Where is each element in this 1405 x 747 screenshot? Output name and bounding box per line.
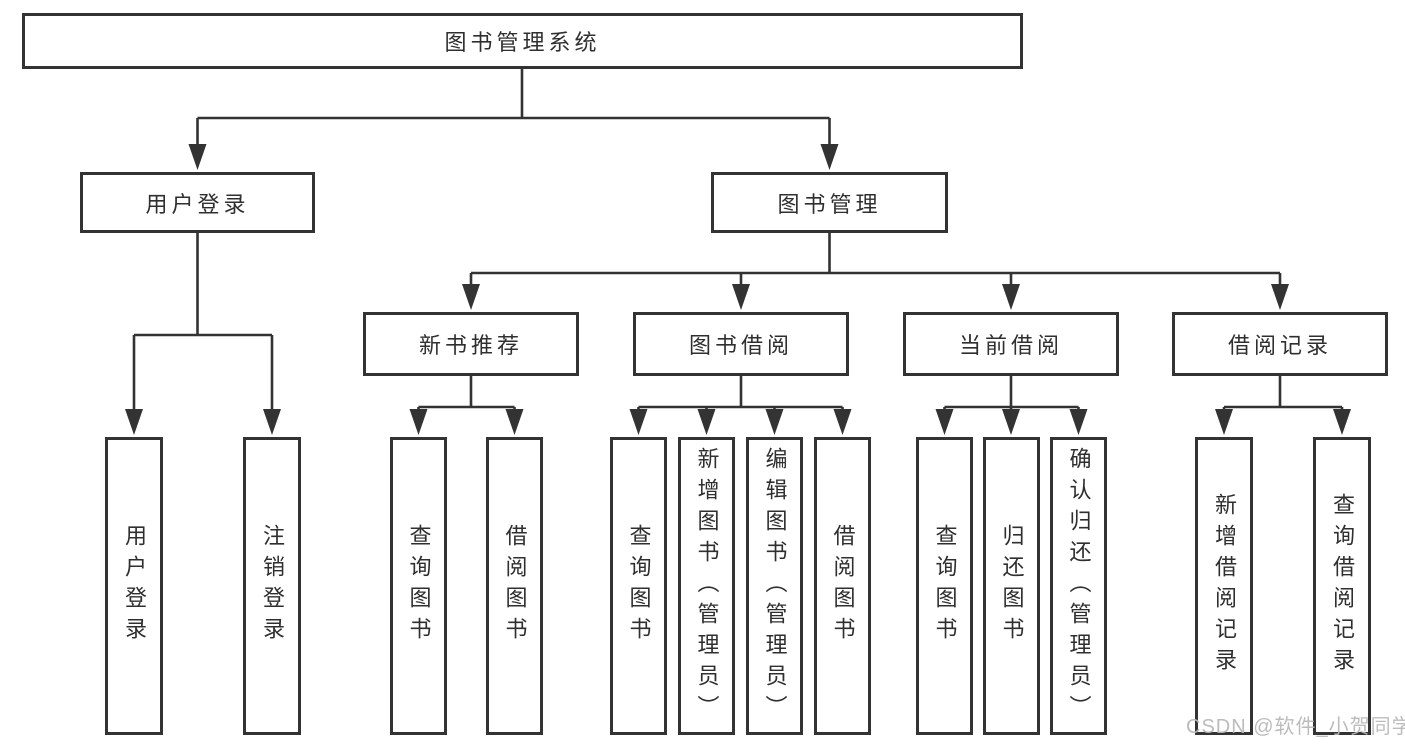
node-leaf-newbook-query-label: 查询图书 bbox=[406, 524, 432, 648]
node-module-current: 当前借阅 bbox=[903, 312, 1119, 376]
node-leaf-current-return-label: 归还图书 bbox=[999, 524, 1025, 648]
node-module-new-book-label: 新书推荐 bbox=[418, 333, 523, 358]
node-branch-user-login-label: 用户登录 bbox=[145, 191, 250, 217]
node-leaf-borrow-borrow: 借阅图书 bbox=[814, 437, 871, 735]
node-leaf-user-login-label: 用户登录 bbox=[122, 524, 147, 648]
node-leaf-borrow-edit-label: 编辑图书（管理员） bbox=[762, 446, 788, 726]
node-leaf-newbook-borrow-label: 借阅图书 bbox=[502, 524, 528, 648]
node-leaf-record-add: 新增借阅记录 bbox=[1195, 437, 1253, 735]
node-root: 图书管理系统 bbox=[22, 13, 1023, 69]
node-branch-user-login: 用户登录 bbox=[80, 172, 315, 233]
node-leaf-record-add-label: 新增借阅记录 bbox=[1212, 493, 1237, 679]
node-leaf-logout: 注销登录 bbox=[243, 437, 301, 735]
node-module-current-label: 当前借阅 bbox=[958, 333, 1063, 358]
node-module-borrow-label: 图书借阅 bbox=[688, 333, 793, 358]
node-leaf-borrow-add: 新增图书（管理员） bbox=[678, 437, 735, 735]
node-branch-book-mgmt: 图书管理 bbox=[711, 172, 948, 233]
node-module-borrow: 图书借阅 bbox=[633, 312, 849, 376]
node-leaf-borrow-borrow-label: 借阅图书 bbox=[830, 524, 856, 648]
node-module-new-book: 新书推荐 bbox=[363, 312, 579, 376]
node-leaf-borrow-query: 查询图书 bbox=[610, 437, 667, 735]
node-leaf-logout-label: 注销登录 bbox=[260, 524, 285, 648]
node-leaf-newbook-borrow: 借阅图书 bbox=[486, 437, 543, 735]
node-module-record-label: 借阅记录 bbox=[1227, 333, 1332, 358]
node-leaf-borrow-query-label: 查询图书 bbox=[626, 524, 652, 648]
node-leaf-borrow-edit: 编辑图书（管理员） bbox=[746, 437, 803, 735]
node-leaf-record-query-label: 查询借阅记录 bbox=[1330, 493, 1355, 679]
node-branch-book-mgmt-label: 图书管理 bbox=[777, 191, 882, 217]
node-leaf-current-confirm-label: 确认归还（管理员） bbox=[1066, 446, 1092, 726]
node-leaf-user-login: 用户登录 bbox=[105, 437, 163, 735]
node-leaf-borrow-add-label: 新增图书（管理员） bbox=[694, 446, 720, 726]
node-leaf-current-confirm: 确认归还（管理员） bbox=[1050, 437, 1107, 735]
node-leaf-current-query-label: 查询图书 bbox=[932, 524, 958, 648]
node-leaf-newbook-query: 查询图书 bbox=[390, 437, 447, 735]
node-leaf-current-query: 查询图书 bbox=[916, 437, 973, 735]
csdn-watermark: CSDN @软件_小贺同学 bbox=[1186, 716, 1405, 738]
connector-strokes bbox=[132, 69, 1344, 411]
node-module-record: 借阅记录 bbox=[1172, 312, 1388, 376]
node-root-label: 图书管理系统 bbox=[444, 30, 601, 55]
node-leaf-record-query: 查询借阅记录 bbox=[1313, 437, 1371, 735]
node-leaf-current-return: 归还图书 bbox=[983, 437, 1040, 735]
connector-arrowheads bbox=[125, 144, 1351, 435]
